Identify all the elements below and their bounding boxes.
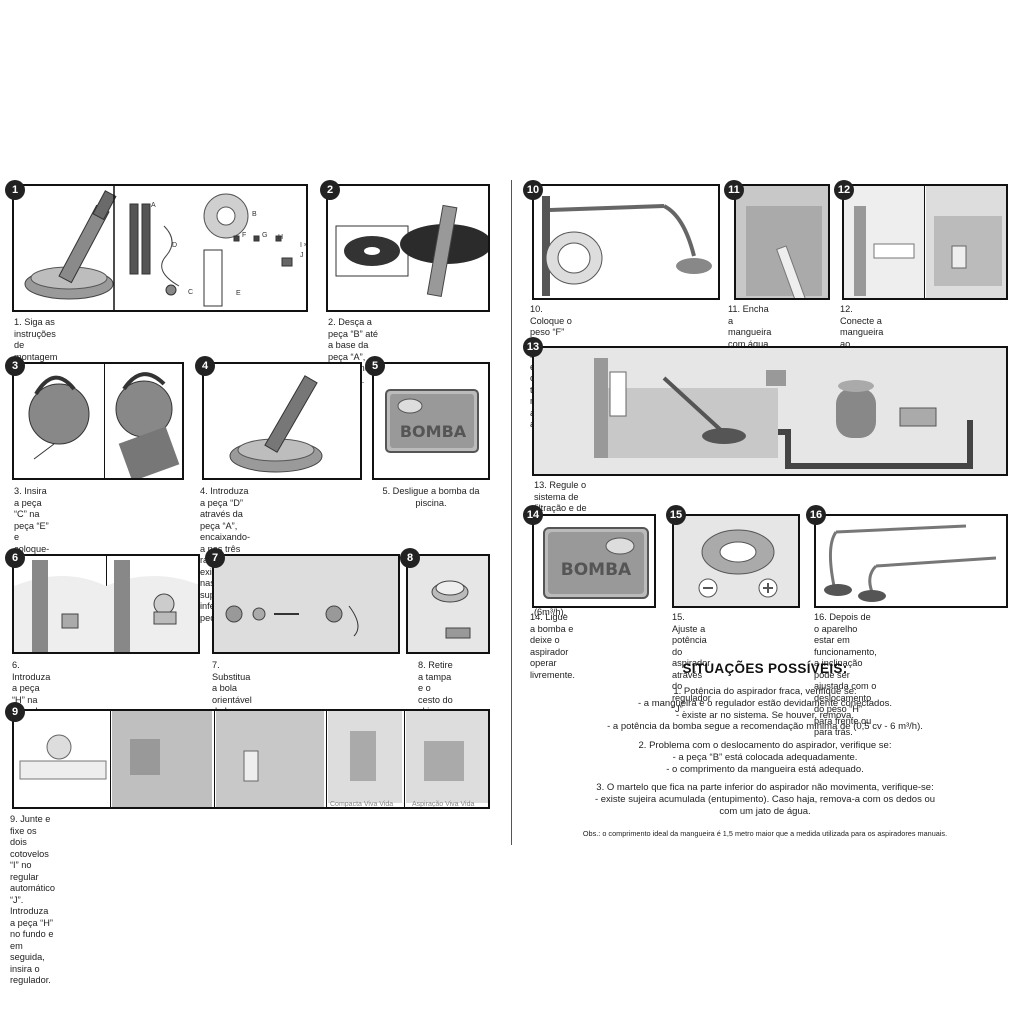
part-label: J [300,252,304,259]
part-label: G [262,232,268,239]
step-15-illustration [672,514,800,608]
situation-3: 3. O martelo que fica na parte inferior … [594,782,936,817]
step-number: 6 [5,548,25,568]
step-caption: 14. Ligue a bomba e deixe o aspirador op… [530,612,575,680]
step-number: 7 [205,548,225,568]
pump-sign-label: BOMBA [560,560,632,580]
step-number: 13 [523,337,543,357]
step-16-illustration [814,514,1008,608]
observation-note: Obs.: o comprimento ideal da mangueira é… [582,829,948,838]
situation-1: 1. Potência do aspirador fraca, verifiqu… [607,686,923,733]
step-number: 3 [5,356,25,376]
step-6-illustration [12,554,200,654]
part-label: H [278,234,284,241]
step-7-illustration [212,554,400,654]
model-label: Compacta Viva Vida [330,801,394,808]
step-8-illustration [406,554,490,654]
step-number: 11 [724,180,744,200]
step-2-illustration [326,184,490,312]
step-12-illustration [842,184,1008,300]
step-14-illustration: BOMBA [532,514,656,608]
step-9-illustration: Compacta Viva Vida Aspiração Viva Vida [12,709,490,809]
step-number: 10 [523,180,543,200]
step-4-illustration [202,362,362,480]
part-label: I [300,242,302,249]
parts-drawing [129,193,293,307]
step-number: 16 [806,505,826,525]
part-label: F [242,232,247,239]
situation-2: 2. Problema com o deslocamento do aspira… [638,740,892,775]
step-10-illustration [532,184,720,300]
step-number: 5 [365,356,385,376]
part-label: D [172,242,178,249]
column-divider [511,180,512,845]
situations-title: SITUAÇÕES POSSÍVEIS: [682,661,848,676]
model-label: Aspiração Viva Vida [412,801,475,808]
step-5-illustration: BOMBA [372,362,490,480]
step-caption: 9. Junte e fixe os dois cotovelos “I” no… [10,814,55,985]
step-11-illustration [734,184,830,300]
part-label: C [188,289,194,296]
step-number: 1 [5,180,25,200]
step-number: 12 [834,180,854,200]
step-caption: 16. Depois de o aparelho estar em funcio… [814,612,877,737]
step-13-illustration [532,346,1008,476]
step-number: 15 [666,505,686,525]
step-3-illustration [12,362,184,480]
step-caption: 5. Desligue a bomba da piscina. [382,486,480,508]
step-number: 9 [5,702,25,722]
step-number: 4 [195,356,215,376]
step-number: 14 [523,505,543,525]
step-number: 2 [320,180,340,200]
part-label: B [252,211,257,218]
step-1-illustration: A B C D E F G H I J x3 [12,184,308,312]
pump-sign-label: BOMBA [399,422,467,441]
vacuum-head-drawing [24,190,117,300]
part-label: A [151,202,156,209]
step-caption: 15. Ajuste a potência do aspirador atrav… [672,612,711,714]
part-label: E [236,290,241,297]
part-count: x3 [304,242,307,248]
step-number: 8 [400,548,420,568]
